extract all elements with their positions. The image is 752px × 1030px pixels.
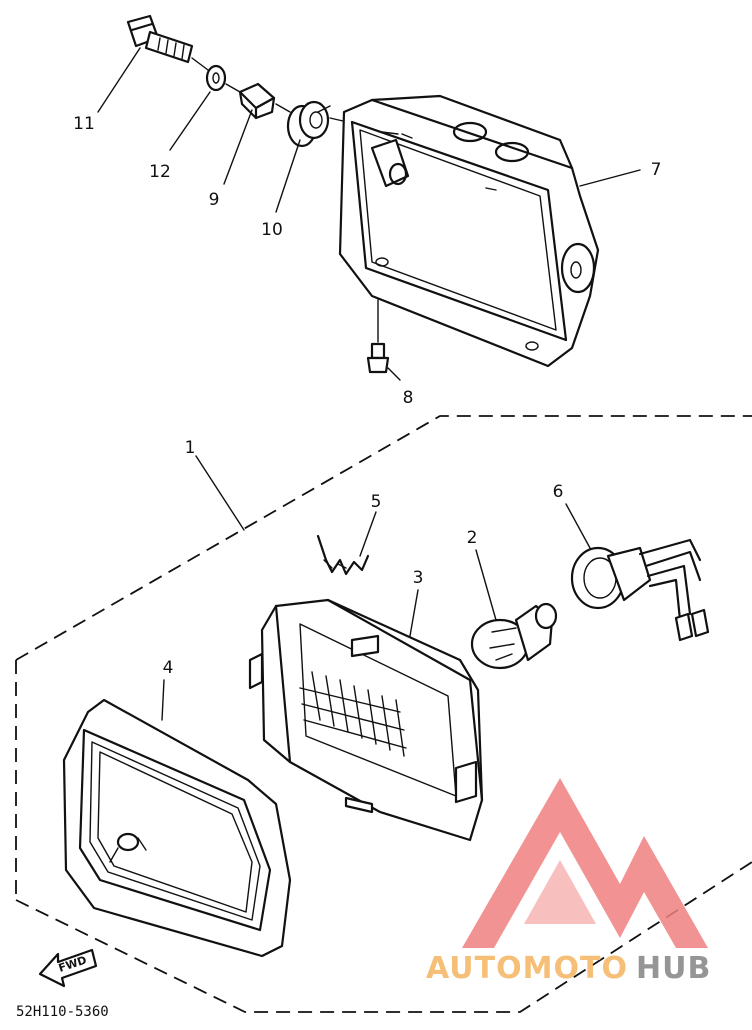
part-7-housing bbox=[338, 94, 600, 368]
leader-5 bbox=[359, 511, 377, 557]
diagram-code: 52H110-5360 bbox=[16, 1004, 109, 1020]
leader-11 bbox=[97, 47, 141, 113]
leader-8 bbox=[387, 367, 401, 381]
label-part-4: 4 bbox=[163, 658, 174, 678]
part-5-spring bbox=[316, 534, 370, 576]
assembly-1-boundary bbox=[15, 415, 752, 1013]
label-part-3: 3 bbox=[413, 568, 424, 588]
leader-3 bbox=[409, 589, 419, 637]
label-part-1: 1 bbox=[185, 438, 196, 458]
leader-6 bbox=[565, 503, 591, 549]
label-part-7: 7 bbox=[651, 160, 662, 180]
label-part-9: 9 bbox=[209, 190, 220, 210]
label-part-6: 6 bbox=[553, 482, 564, 502]
part-10-grommet bbox=[286, 100, 331, 148]
watermark-text-hub: HUB bbox=[636, 951, 711, 986]
leader-10 bbox=[275, 139, 301, 213]
label-part-11: 11 bbox=[73, 114, 95, 134]
part-2-bulb bbox=[470, 602, 558, 670]
assembly-axis-line bbox=[191, 57, 357, 125]
label-part-10: 10 bbox=[261, 220, 283, 240]
part-4-rim bbox=[62, 698, 292, 958]
leader-7 bbox=[579, 169, 641, 187]
part-3-lens-unit bbox=[248, 598, 484, 842]
label-part-2: 2 bbox=[467, 528, 478, 548]
label-part-5: 5 bbox=[371, 492, 382, 512]
watermark-logo-icon bbox=[462, 778, 708, 948]
label-part-8: 8 bbox=[403, 388, 414, 408]
leader-lines bbox=[97, 47, 641, 721]
leader-2 bbox=[475, 549, 497, 621]
part-6-socket bbox=[570, 538, 710, 642]
leader-4 bbox=[161, 679, 165, 721]
label-part-12: 12 bbox=[149, 162, 171, 182]
leader-9 bbox=[223, 109, 253, 185]
part-12-washer bbox=[205, 64, 227, 92]
leader-1 bbox=[195, 455, 245, 531]
part-11-bolt bbox=[126, 14, 194, 64]
part-8-screw bbox=[366, 299, 390, 374]
watermark-text-automoto: AUTOMOTO bbox=[426, 951, 628, 986]
fwd-arrow-icon: FWD bbox=[38, 948, 98, 988]
leader-12 bbox=[169, 91, 211, 151]
part-9-collar bbox=[238, 82, 276, 120]
